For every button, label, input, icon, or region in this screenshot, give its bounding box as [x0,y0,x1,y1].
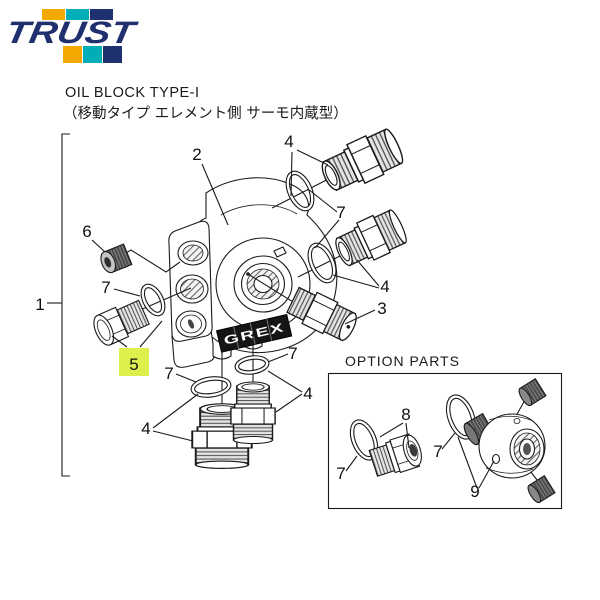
filter-mount-face [215,237,311,331]
callout-7-right: 7 [336,203,345,222]
callout-1: 1 [35,295,44,314]
callout-7-left: 7 [101,278,110,297]
option-plug-top [518,377,547,407]
option-o-ring-left [349,419,379,461]
logo-block-top-navy [90,9,113,20]
assembly-bracket [47,133,70,477]
option-parts-box [327,372,563,510]
callout-4-bottom-mid: 4 [303,384,312,403]
callout-2: 2 [192,145,201,164]
callout-4-bottom-left: 4 [141,419,150,438]
option-plug-bottom [527,474,556,504]
product-subtitle: （移動タイプ エレメント側 サーモ内蔵型） [63,105,348,122]
callout-4-right: 4 [380,277,389,296]
logo-block-bottom-orange [63,46,82,63]
callout-6: 6 [82,222,91,241]
part-3-nipple [286,286,357,342]
logo-block-bottom-teal [83,46,102,63]
callout-7-option-right: 7 [433,442,442,461]
callout-4-top: 4 [284,132,293,151]
callout-3: 3 [377,299,386,318]
option-leader-lines [345,422,495,489]
part-6-socket-plug [100,243,133,274]
callout-7-bottom-mid: 7 [288,344,297,363]
option-o-ring-right [445,394,477,440]
part-8-hex-plug [368,433,422,477]
callout-7-bottom-left: 7 [164,364,173,383]
callouts: 1 2 3 4 4 4 4 5 6 7 7 7 7 7 7 8 9 [35,132,479,501]
callout-5-highlighted: 5 [129,355,138,374]
part-5-hex-plug [93,299,150,346]
callout-7-option-left: 7 [336,464,345,483]
product-title: OIL BLOCK TYPE-I [65,85,200,101]
callout-8: 8 [401,405,410,424]
logo-block-bottom-navy [103,46,122,63]
logo-block-top-teal [66,9,89,20]
trust-logo: TRUST [3,9,141,63]
part-9-adapter [463,377,556,504]
option-parts-title: OPTION PARTS [345,353,460,369]
part-5-highlight [119,348,149,376]
callout-9: 9 [470,482,479,501]
logo-block-top-orange [42,9,65,20]
brand-text: TRUST [3,15,141,50]
callout-leader-lines [91,149,380,442]
o-rings [140,170,337,398]
